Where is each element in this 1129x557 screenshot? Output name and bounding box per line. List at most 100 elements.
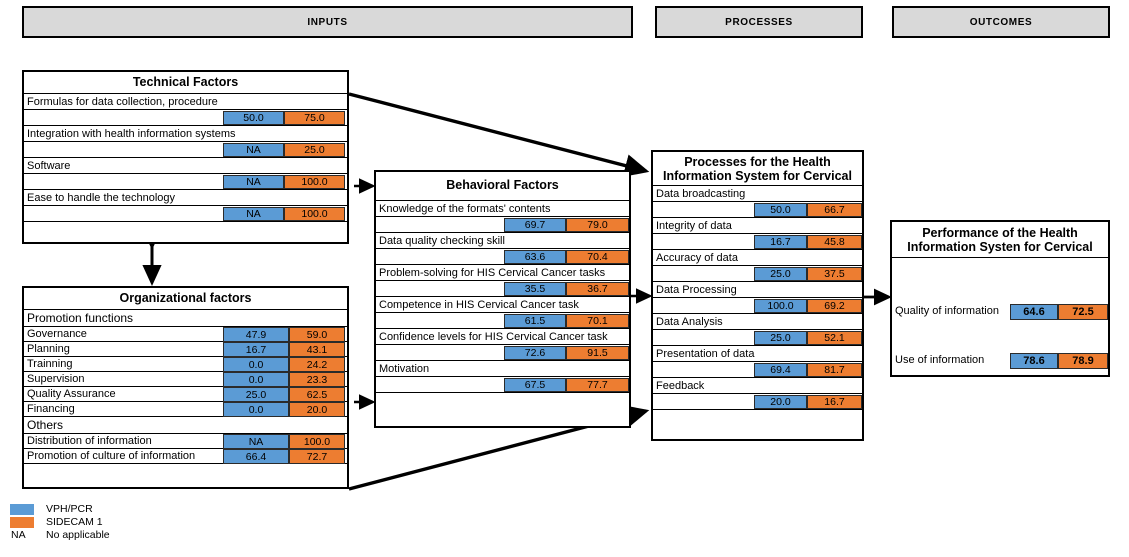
table-row: Distribution of information NA 100.0 — [24, 434, 347, 449]
organizational-factors-title: Organizational factors — [24, 288, 347, 310]
bar-row: 20.0 16.7 — [653, 394, 862, 410]
performance-title-line1: Performance of the Health — [922, 226, 1078, 240]
bar-row: 50.0 75.0 — [24, 110, 347, 126]
list-item: Software — [24, 158, 347, 174]
bar-orange: 62.5 — [289, 387, 345, 402]
organizational-factors-rows: Promotion functions Governance 47.9 59.0… — [24, 310, 347, 464]
panel-organizational-factors: Organizational factors Promotion functio… — [22, 286, 349, 489]
bar-blue: 61.5 — [504, 314, 566, 328]
bar-row: 50.0 66.7 — [653, 202, 862, 218]
row-label: Competence in HIS Cervical Cancer task — [379, 299, 579, 311]
row-label: Data Processing — [656, 284, 737, 296]
legend-na-label: No applicable — [46, 529, 110, 541]
section-label: Others — [27, 418, 64, 432]
performance-rows: Quality of information 64.6 72.5 Use of … — [892, 258, 1108, 376]
list-item: Data Analysis — [653, 314, 862, 330]
row-label: Supervision — [27, 373, 85, 385]
bar-row: NA 100.0 — [24, 174, 347, 190]
list-item: Accuracy of data — [653, 250, 862, 266]
behavioral-factors-title: Behavioral Factors — [376, 172, 629, 201]
legend-swatch-orange — [10, 517, 34, 528]
bar-orange: 36.7 — [566, 282, 629, 296]
row-label: Use of information — [895, 354, 985, 366]
panel-technical-factors: Technical Factors Formulas for data coll… — [22, 70, 349, 244]
performance-title: Performance of the Health Information Sy… — [892, 222, 1108, 258]
processes-title-line1: Processes for the Health — [684, 155, 831, 169]
legend-label-orange: SIDECAM 1 — [46, 516, 103, 528]
table-row: Quality Assurance 25.0 62.5 — [24, 387, 347, 402]
bar-blue: 25.0 — [754, 267, 807, 281]
panel-behavioral-factors: Behavioral Factors Knowledge of the form… — [374, 170, 631, 428]
bar-orange: 72.5 — [1058, 304, 1108, 320]
bar-blue: 67.5 — [504, 378, 566, 392]
bar-orange: 70.4 — [566, 250, 629, 264]
bar-orange: 66.7 — [807, 203, 862, 217]
row-label: Quality of information — [895, 305, 999, 317]
row-label: Knowledge of the formats' contents — [379, 203, 551, 215]
list-item: Confidence levels for HIS Cervical Cance… — [376, 329, 629, 345]
row-label: Software — [27, 160, 71, 172]
bar-orange: 20.0 — [289, 402, 345, 417]
row-label: Financing — [27, 403, 75, 415]
bar-orange: 43.1 — [289, 342, 345, 357]
bar-blue: 69.4 — [754, 363, 807, 377]
panel-processes: Processes for the Health Information Sys… — [651, 150, 864, 441]
list-item: Data quality checking skill — [376, 233, 629, 249]
row-label: Distribution of information — [27, 435, 152, 447]
row-label: Formulas for data collection, procedure — [27, 96, 218, 108]
bar-blue: 16.7 — [754, 235, 807, 249]
performance-title-line2: Information Systen for Cervical — [907, 240, 1093, 254]
bar-blue: 50.0 — [754, 203, 807, 217]
bar-blue: 0.0 — [223, 372, 289, 387]
bar-blue: NA — [223, 175, 284, 189]
list-item: Ease to handle the technology — [24, 190, 347, 206]
banner-inputs: INPUTS — [22, 6, 633, 38]
bar-blue: 63.6 — [504, 250, 566, 264]
bar-blue: NA — [223, 143, 284, 157]
banner-outcomes: OUTCOMES — [892, 6, 1110, 38]
bar-blue: 0.0 — [223, 357, 289, 372]
list-item: Integration with health information syst… — [24, 126, 347, 142]
bar-orange: 52.1 — [807, 331, 862, 345]
table-row: Planning 16.7 43.1 — [24, 342, 347, 357]
bar-row: 67.5 77.7 — [376, 377, 629, 393]
bar-orange: 59.0 — [289, 327, 345, 342]
bar-row: 63.6 70.4 — [376, 249, 629, 265]
table-row: Quality of information 64.6 72.5 — [892, 304, 1108, 320]
bar-orange: 24.2 — [289, 357, 345, 372]
bar-blue: 35.5 — [504, 282, 566, 296]
row-label: Data quality checking skill — [379, 235, 505, 247]
banner-processes: PROCESSES — [655, 6, 863, 38]
bar-blue: 25.0 — [223, 387, 289, 402]
bar-row: 69.4 81.7 — [653, 362, 862, 378]
behavioral-factors-rows: Knowledge of the formats' contents 69.7 … — [376, 201, 629, 393]
legend-na-code: NA — [11, 529, 26, 541]
bar-orange: 69.2 — [807, 299, 862, 313]
bar-blue: 72.6 — [504, 346, 566, 360]
bar-row: 100.0 69.2 — [653, 298, 862, 314]
list-item: Presentation of data — [653, 346, 862, 362]
bar-blue: 69.7 — [504, 218, 566, 232]
technical-factors-title: Technical Factors — [24, 72, 347, 94]
row-label: Ease to handle the technology — [27, 192, 176, 204]
bar-row: NA 100.0 — [24, 206, 347, 222]
bar-row: 35.5 36.7 — [376, 281, 629, 297]
technical-factors-rows: Formulas for data collection, procedure … — [24, 94, 347, 222]
row-label: Motivation — [379, 363, 430, 375]
processes-title: Processes for the Health Information Sys… — [653, 152, 862, 186]
bar-blue: 0.0 — [223, 402, 289, 417]
table-row: Use of information 78.6 78.9 — [892, 353, 1108, 369]
row-label: Data broadcasting — [656, 188, 746, 200]
banner-inputs-label: INPUTS — [307, 16, 348, 28]
table-row: Trainning 0.0 24.2 — [24, 357, 347, 372]
bar-orange: 81.7 — [807, 363, 862, 377]
bar-orange: 23.3 — [289, 372, 345, 387]
bar-orange: 45.8 — [807, 235, 862, 249]
list-item: Feedback — [653, 378, 862, 394]
bar-orange: 91.5 — [566, 346, 629, 360]
list-item: Competence in HIS Cervical Cancer task — [376, 297, 629, 313]
bar-row: 25.0 52.1 — [653, 330, 862, 346]
banner-processes-label: PROCESSES — [725, 16, 793, 28]
table-row: Supervision 0.0 23.3 — [24, 372, 347, 387]
bar-row: 72.6 91.5 — [376, 345, 629, 361]
